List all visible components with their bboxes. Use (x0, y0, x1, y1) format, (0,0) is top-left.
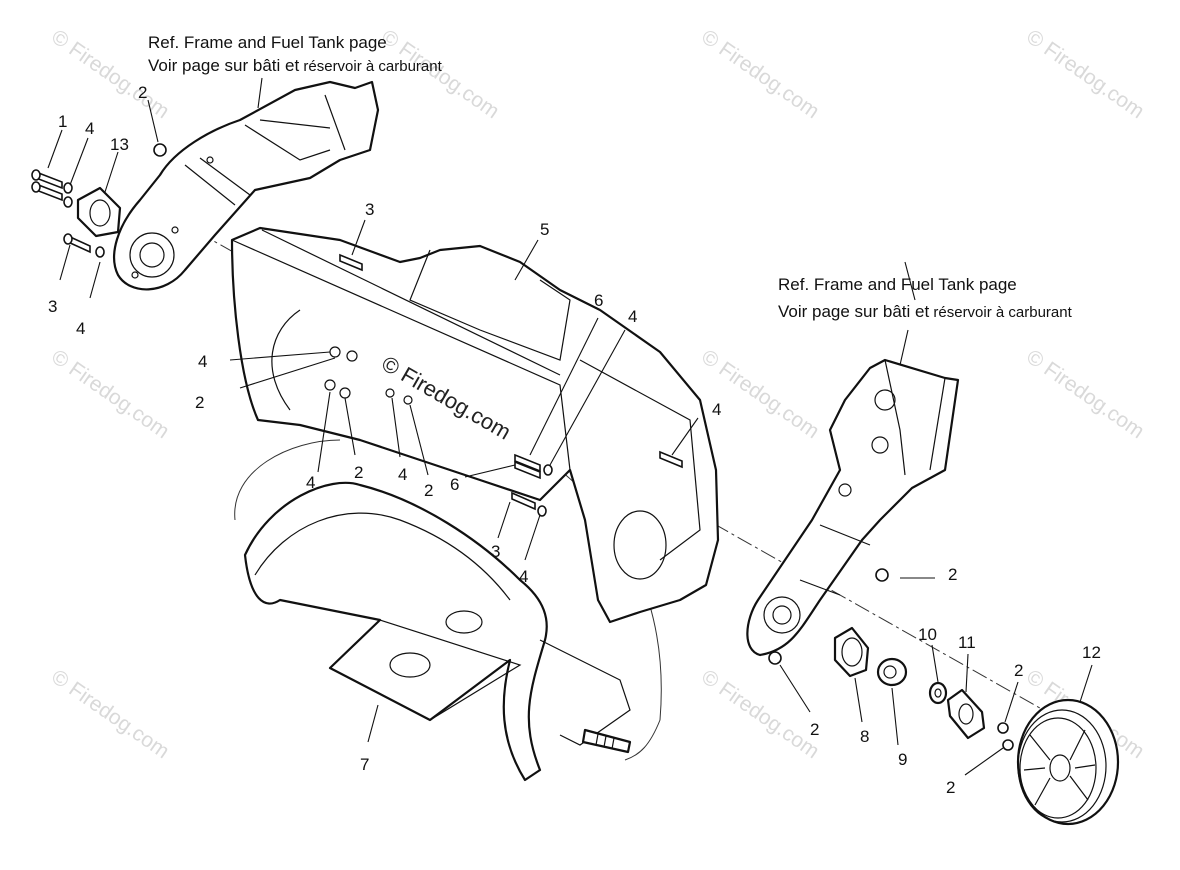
reference-note-right: Ref. Frame and Fuel Tank page Voir page … (778, 271, 1072, 326)
callout-4: 4 (519, 567, 528, 586)
callout-4: 4 (712, 400, 721, 419)
reference-note-line2: Voir page sur bâti et réservoir à carbur… (778, 302, 1072, 321)
flange-11 (946, 688, 986, 740)
callout-4: 4 (76, 319, 85, 338)
auger-assembly-7 (243, 481, 632, 782)
bearing-9 (876, 657, 908, 687)
auger-housing-5 (230, 226, 720, 624)
right-frame-bracket (746, 358, 960, 657)
callout-4: 4 (306, 473, 315, 492)
reference-note-top: Ref. Frame and Fuel Tank page Voir page … (148, 31, 442, 78)
callout-4: 4 (85, 119, 94, 138)
bearing-flange-13 (76, 186, 122, 238)
pulley-12 (1016, 698, 1120, 826)
callout-3: 3 (48, 297, 57, 316)
callout-11: 11 (958, 633, 976, 652)
callout-2: 2 (354, 463, 363, 482)
nuts-2-right (768, 651, 1014, 751)
callout-3: 3 (491, 542, 500, 561)
watermark: © Firedog.com (697, 665, 823, 763)
watermark: © Firedog.com (697, 345, 823, 443)
washer-10 (928, 681, 948, 705)
reference-note-line1: Ref. Frame and Fuel Tank page (148, 33, 387, 52)
reference-note-line1: Ref. Frame and Fuel Tank page (778, 275, 1017, 294)
watermark: © Firedog.com (47, 345, 173, 443)
callout-4: 4 (198, 352, 207, 371)
watermark: © Firedog.com (47, 665, 173, 763)
callout-4: 4 (398, 465, 407, 484)
watermark: © Firedog.com (1022, 345, 1148, 443)
callout-5: 5 (540, 220, 549, 239)
callout-2: 2 (138, 83, 147, 102)
callout-1: 1 (58, 112, 67, 131)
callout-2: 2 (424, 481, 433, 500)
carriage-bolts-1 (31, 143, 167, 258)
callout-2: 2 (1014, 661, 1023, 680)
leader-lines (47, 77, 1093, 776)
callout-8: 8 (860, 727, 869, 746)
callout-2: 2 (946, 778, 955, 797)
bearing-flange-8 (833, 626, 870, 678)
left-frame-bracket (113, 80, 380, 291)
callout-numbers: 1 4 13 2 3 4 3 5 6 4 4 2 4 2 4 2 6 3 4 4… (48, 83, 1101, 797)
callout-12: 12 (1082, 643, 1101, 662)
callout-2: 2 (195, 393, 204, 412)
callout-10: 10 (918, 625, 937, 644)
watermark: © Firedog.com (697, 25, 823, 123)
callout-2: 2 (810, 720, 819, 739)
callout-6: 6 (450, 475, 459, 494)
callout-9: 9 (898, 750, 907, 769)
callout-6: 6 (594, 291, 603, 310)
reference-note-line2: Voir page sur bâti et réservoir à carbur… (148, 56, 442, 75)
callout-2: 2 (948, 565, 957, 584)
watermark: © Firedog.com (1022, 25, 1148, 123)
callout-4: 4 (628, 307, 637, 326)
callout-3: 3 (365, 200, 374, 219)
callout-7: 7 (360, 755, 369, 774)
callout-13: 13 (110, 135, 129, 154)
